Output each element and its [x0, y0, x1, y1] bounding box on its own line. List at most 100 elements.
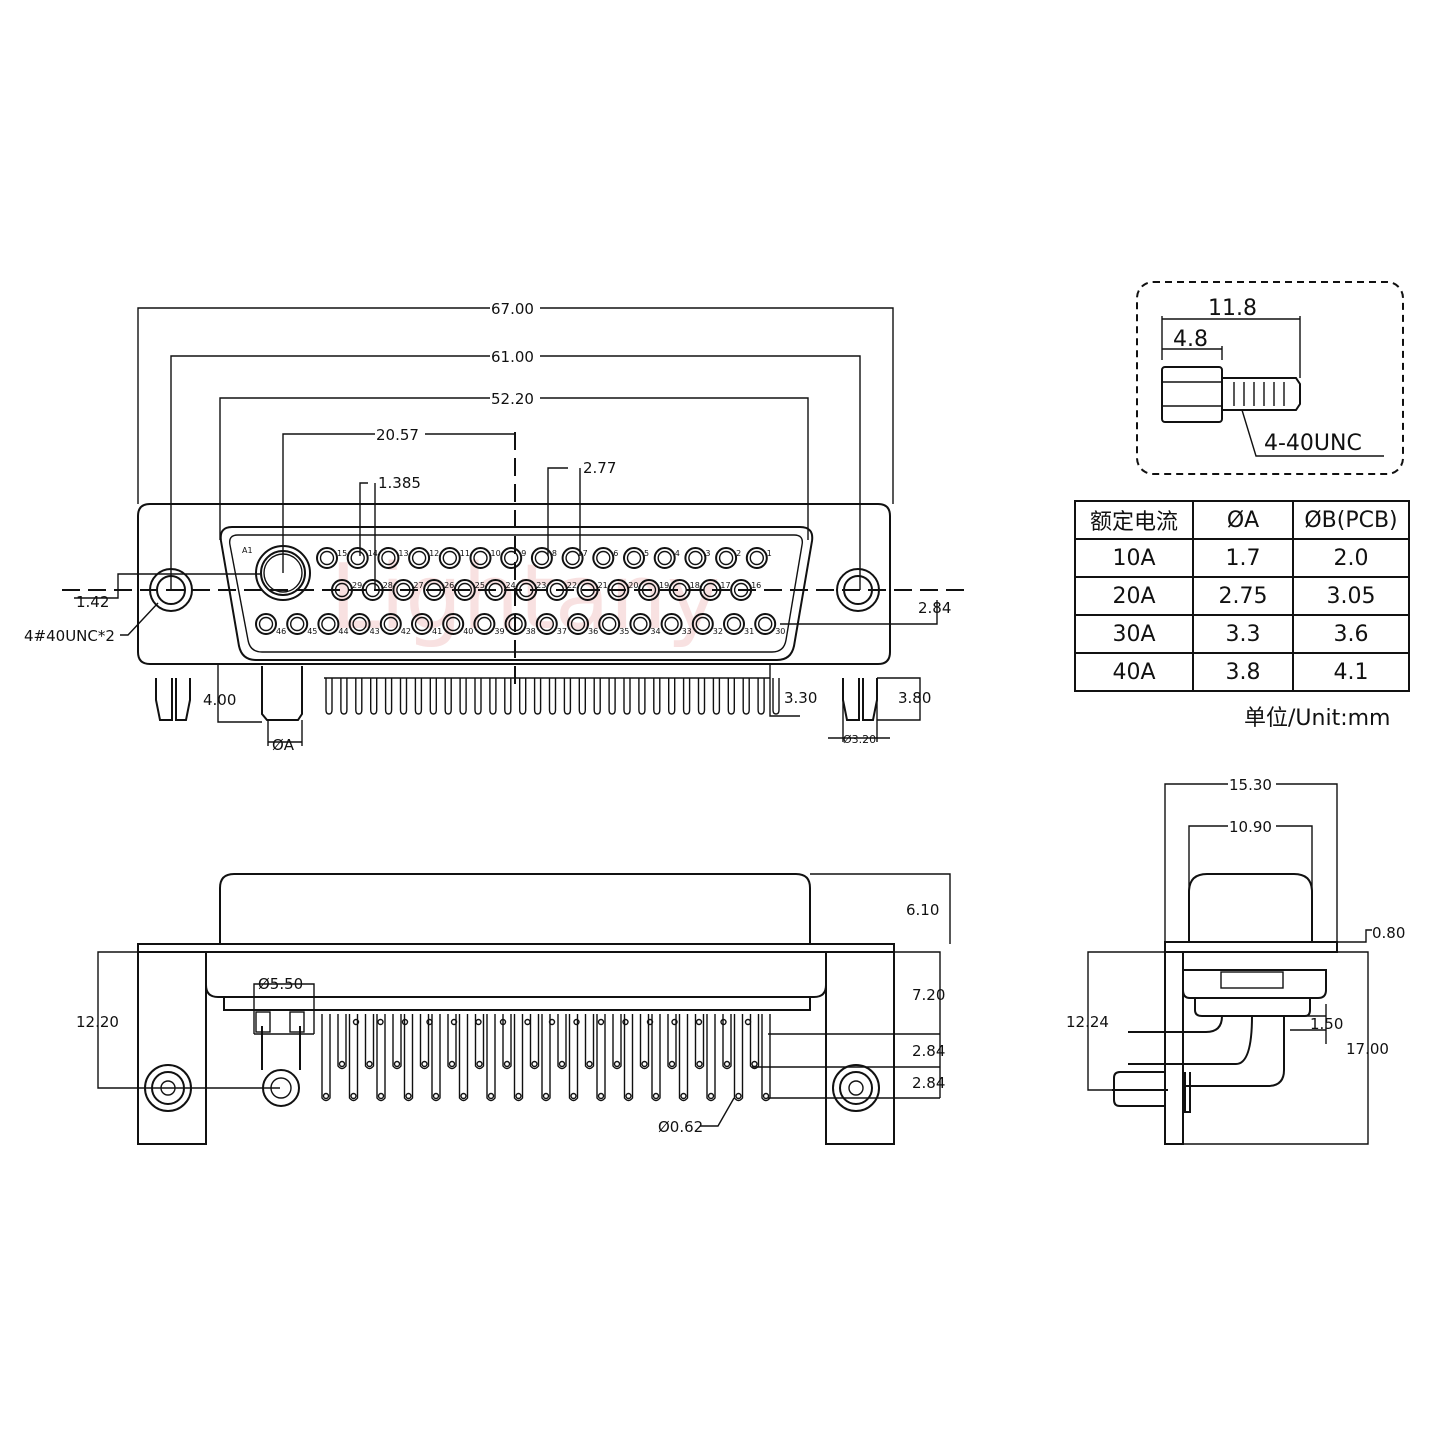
shell-profile [219, 873, 811, 944]
pin-tail [325, 678, 333, 715]
pin-tail [474, 678, 482, 715]
pin-contact [316, 547, 338, 569]
pin-contact-inner [383, 616, 398, 632]
pin-tail [370, 678, 378, 715]
pcb-pin [541, 1014, 551, 1102]
pcb-pin-tip [680, 1092, 687, 1100]
pcb-pin-tip [735, 1092, 742, 1100]
pin-number: 10 [491, 549, 501, 558]
pin-number: 35 [619, 627, 629, 636]
pin-number: 39 [494, 627, 504, 636]
cell-dia-b: 3.6 [1292, 614, 1410, 654]
pin-contact [598, 613, 621, 635]
pin-number: 41 [432, 627, 442, 636]
dim-coax-offset: 20.57 [376, 426, 419, 444]
pin-tail [340, 678, 348, 715]
boardlock-right [842, 678, 878, 721]
pin-tail [429, 678, 437, 715]
pin-tail [355, 678, 363, 715]
cell-dia-a: 2.75 [1192, 576, 1294, 616]
dim-coax-pad [253, 983, 315, 1035]
pin-contact [745, 547, 768, 569]
pin-number: 33 [682, 627, 692, 636]
side-shell [1188, 873, 1313, 942]
pin-number: 28 [383, 581, 393, 590]
dim-pin-tail-line [769, 664, 800, 717]
coax-pin-b [289, 1011, 305, 1033]
pin-number: 11 [460, 549, 470, 558]
pin-number: 12 [429, 549, 439, 558]
dim-boardlock-length: 3.80 [898, 689, 931, 707]
pcb-pin-tip [460, 1092, 467, 1100]
pin-tail [578, 678, 586, 715]
dim-coax-pad-dia: Ø5.50 [258, 975, 303, 993]
dim-boardlock-dia: Ø3.20 [843, 733, 876, 746]
pin-contact-inner [321, 616, 336, 632]
dim-17-00-line [1165, 951, 1369, 1145]
pin-number: 7 [583, 549, 588, 558]
dim-row-pitch-1: 2.84 [912, 1042, 945, 1060]
pin-contact [535, 613, 558, 635]
pcb-pin [474, 1014, 485, 1070]
pcb-pin [639, 1014, 650, 1070]
dim-coax-tail [217, 664, 303, 746]
dim-pin-dia: Ø0.62 [658, 1118, 703, 1136]
table-row: 20A 2.75 3.05 [1074, 576, 1410, 616]
pin-number: 22 [567, 581, 577, 590]
pcb-pin-tip [448, 1060, 456, 1068]
pin-contact-inner [411, 550, 427, 566]
pcb-pin-top [499, 1018, 507, 1026]
pin-number: 46 [276, 627, 286, 636]
pcb-pin-top [426, 1018, 433, 1026]
pcb-pin [392, 1014, 402, 1070]
pin-contact [629, 613, 652, 635]
pin-contact [473, 613, 496, 635]
pin-contact-inner [664, 616, 679, 632]
pin-contact-inner [442, 550, 457, 566]
pin-tail [727, 678, 735, 715]
pcb-pin-top [524, 1018, 531, 1026]
pin-contact [423, 579, 446, 601]
dim-row-offset: 1.385 [378, 474, 421, 492]
pin-contact-inner [414, 616, 430, 632]
pin-number: 34 [650, 627, 660, 636]
pcb-pin-tip [515, 1092, 522, 1100]
pin-contact [530, 547, 553, 569]
table-row: 40A 3.8 4.1 [1074, 652, 1410, 692]
pcb-pin-tip [421, 1060, 428, 1068]
pin-tail [653, 678, 661, 715]
pcb-pin [722, 1014, 732, 1070]
dim-20-57 [282, 433, 515, 573]
pin-number: 6 [613, 549, 618, 558]
pin-contact-inner [718, 550, 734, 566]
pin-tail [623, 678, 631, 715]
pcb-pin-tip [393, 1060, 401, 1068]
pcb-pin-tip [723, 1060, 731, 1068]
pin-contact [377, 547, 400, 569]
dim-12-20-line [97, 951, 280, 1089]
dim-row-pitch-2: 2.84 [912, 1074, 945, 1092]
cell-current: 30A [1074, 614, 1194, 654]
hex-body [1161, 366, 1223, 423]
pcb-pin-tip [350, 1092, 357, 1100]
pin-contact-inner [565, 550, 580, 566]
pin-contact-inner [633, 616, 648, 632]
pcb-pin-top [622, 1018, 629, 1026]
pin-tail [668, 678, 676, 715]
pcb-pin [348, 1014, 359, 1102]
pin-number: 40 [463, 627, 473, 636]
pin-contact [317, 613, 340, 635]
pcb-pin [596, 1014, 606, 1102]
dim-hole-height: 12.20 [76, 1013, 119, 1031]
dim-2-84 [780, 600, 938, 625]
pin-number: 19 [659, 581, 669, 590]
pin-contact-inner [477, 616, 492, 632]
dim-pitch-lines [752, 1033, 940, 1099]
pcb-pin-tip [707, 1092, 715, 1100]
hex-edges [1162, 381, 1222, 407]
pcb-pin [513, 1014, 524, 1102]
table-row: 10A 1.7 2.0 [1074, 538, 1410, 578]
pin-contact-inner [350, 550, 365, 566]
pcb-pin-tip [751, 1060, 758, 1068]
pin-number: 36 [588, 627, 598, 636]
